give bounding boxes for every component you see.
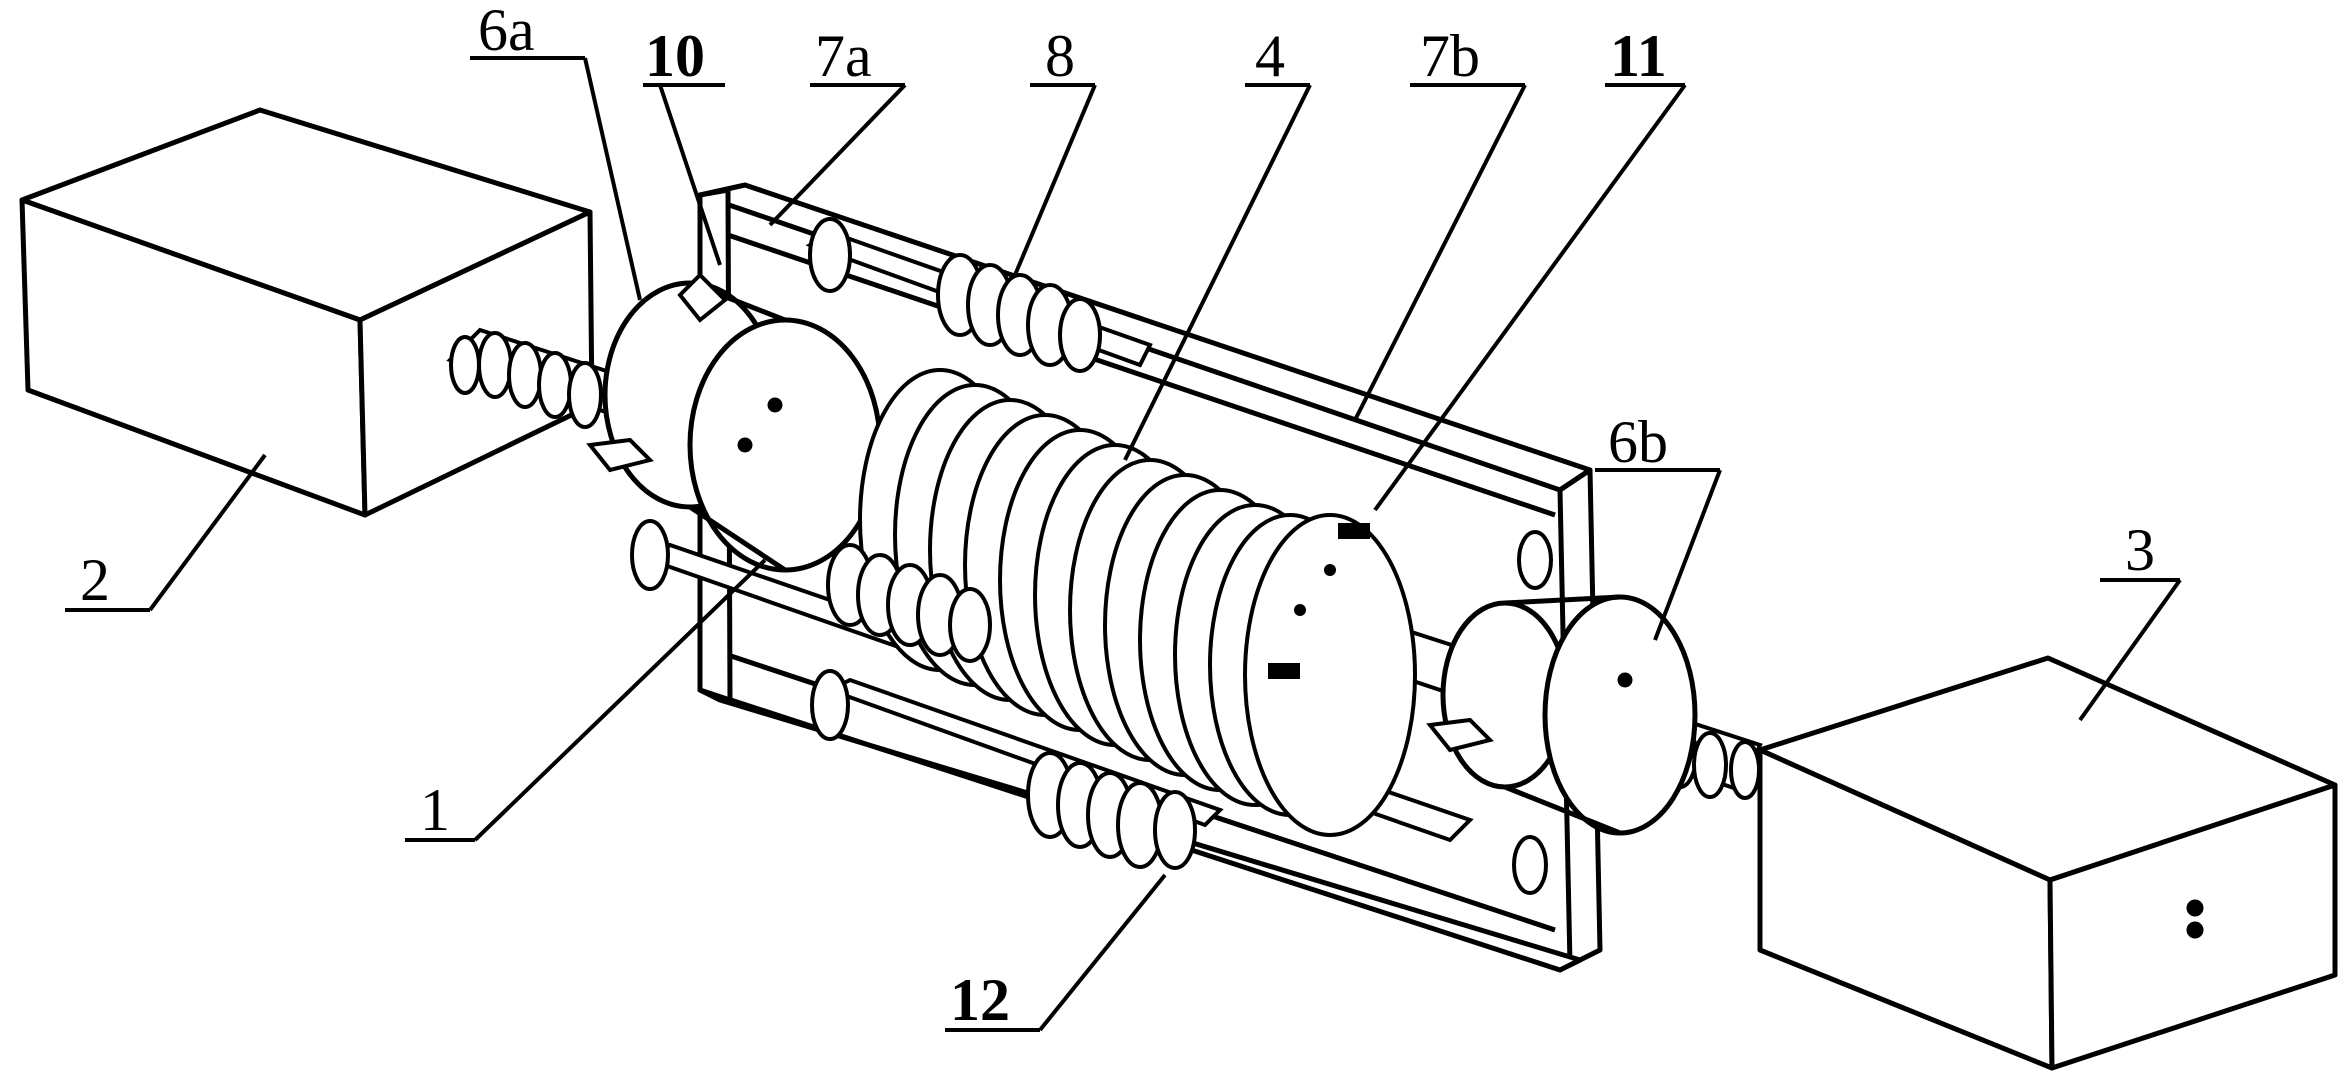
label-6b: 6b [1608,409,1668,475]
label-11: 11 [1610,23,1667,89]
motor-box-right [1757,655,2338,1071]
callout-labels: 6a 10 7a 8 4 7b 11 6b 3 2 1 12 [80,0,2155,1033]
motor-box-left [19,107,595,518]
label-8: 8 [1045,23,1075,89]
label-12: 12 [950,967,1010,1033]
label-2: 2 [80,547,110,613]
nut-group-8-upper [936,253,1102,373]
end-disc-6a [602,280,883,573]
label-6a: 6a [478,0,535,63]
label-4: 4 [1255,23,1285,89]
label-7a: 7a [815,23,872,89]
label-7b: 7b [1420,23,1480,89]
label-1: 1 [420,777,450,843]
flange-bearings [586,217,1553,895]
leader-lines [65,56,2182,1032]
label-10: 10 [645,23,705,89]
left-threaded-screw [449,331,603,429]
label-3: 3 [2125,517,2155,583]
nut-group-12-lower [1026,751,1197,870]
nut-group-middle [826,543,992,663]
